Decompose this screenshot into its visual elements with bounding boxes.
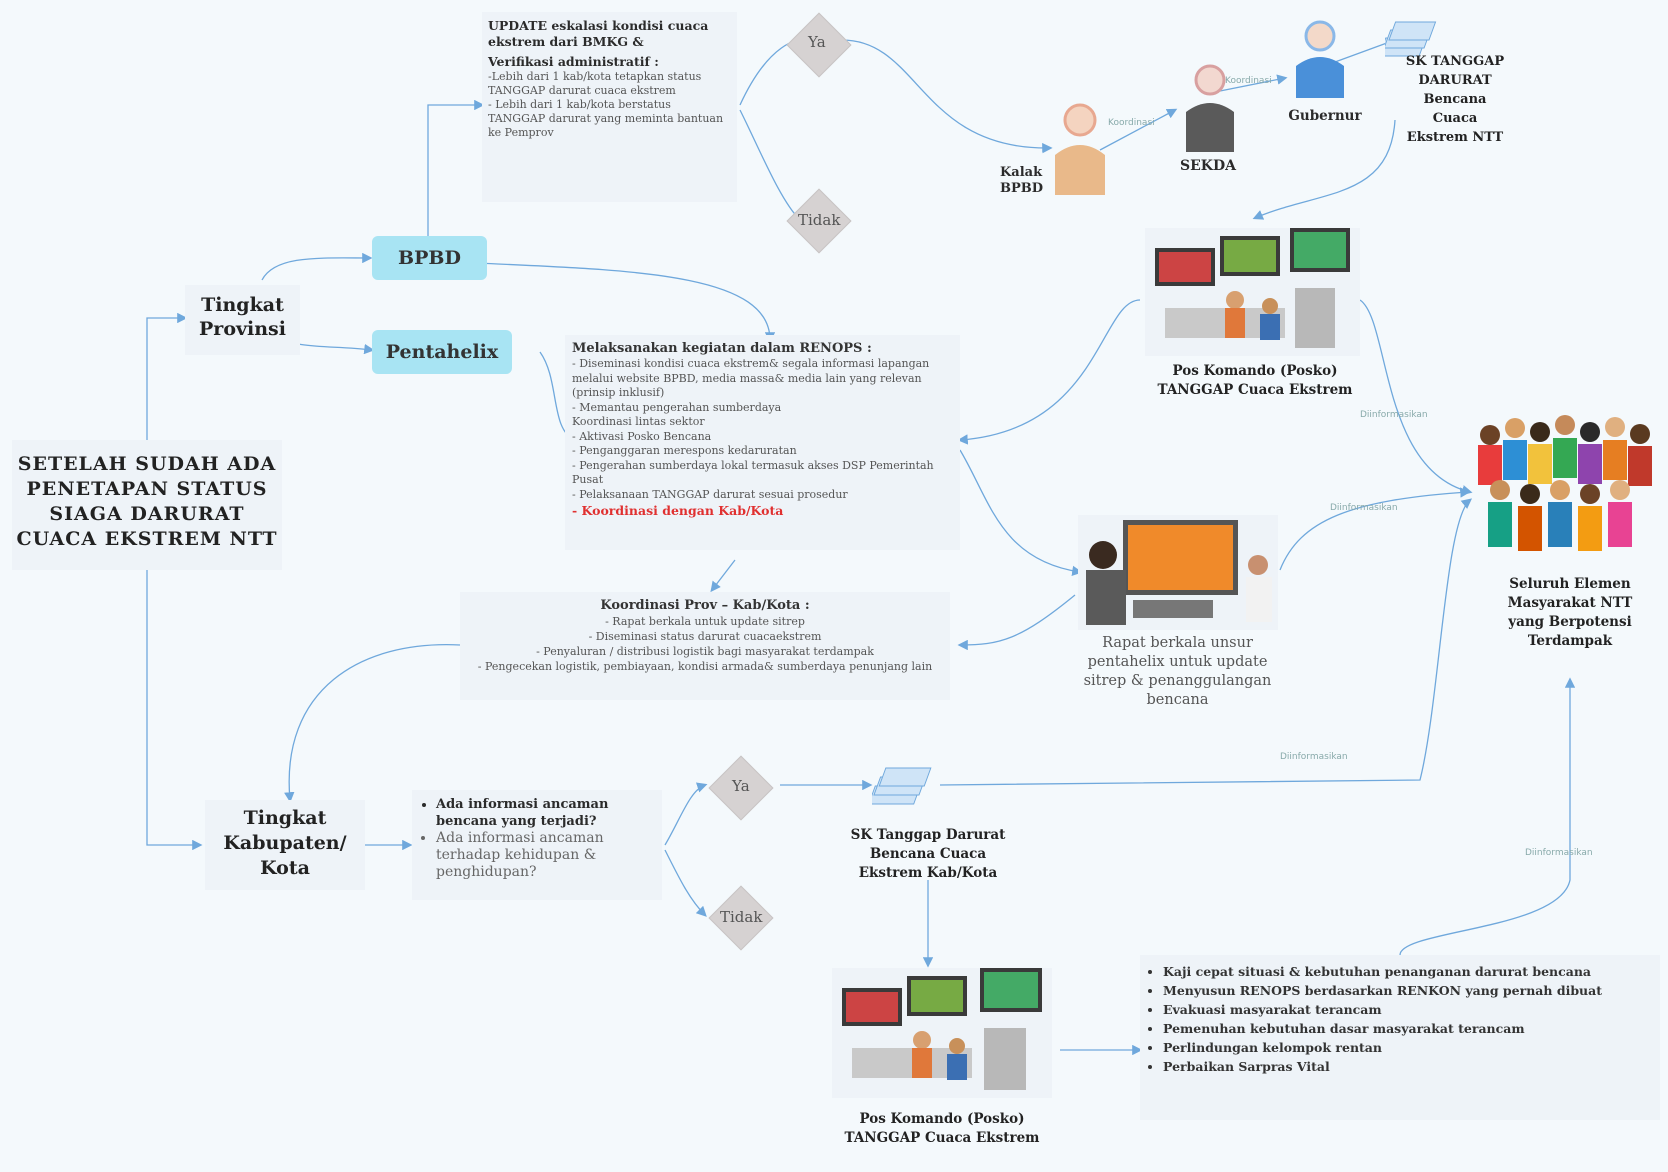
action-item-4: Perlindungan kelompok rentan [1163, 1038, 1657, 1057]
arrow-start-provinsi [146, 312, 188, 440]
action-item-0: Kaji cepat situasi & kebutuhan penangana… [1163, 962, 1657, 981]
renops-title: Melaksanakan kegiatan dalam RENOPS : [572, 341, 872, 356]
posko-label-provinsi: Pos Komando (Posko) TANGGAP Cuaca Ekstre… [1157, 363, 1353, 398]
actions-panel [1140, 955, 1660, 1120]
renops-item-6: - Pelaksanaan TANGGAP darurat sesuai pro… [572, 487, 848, 501]
question-block: Ada informasi ancaman bencana yang terja… [418, 796, 658, 881]
provinsi-panel [185, 285, 300, 355]
actions-block: Kaji cepat situasi & kebutuhan penangana… [1145, 962, 1657, 1076]
question-1: Ada informasi ancaman bencana yang terja… [436, 796, 658, 830]
gubernur-label: Gubernur [1288, 108, 1362, 124]
renops-item-3: - Aktivasi Posko Bencana [572, 429, 712, 443]
action-item-1: Menyusun RENOPS berdasarkan RENKON yang … [1163, 981, 1657, 1000]
rapat-image [1078, 515, 1278, 630]
koord-prov-title: Koordinasi Prov – Kab/Kota : [600, 598, 810, 613]
koord-prov-item-0: - Rapat berkala untuk update sitrep [605, 615, 805, 628]
question-2: Ada informasi ancaman terhadap kehidupan… [436, 830, 658, 881]
sk-kab-document-icon [868, 762, 942, 812]
koordinasi-label-2: Koordinasi [1225, 76, 1272, 86]
koord-prov-block: Koordinasi Prov – Kab/Kota : - Rapat ber… [465, 597, 945, 674]
update-line-2: - Lebih dari 1 kab/kota berstatus TANGGA… [488, 98, 724, 139]
koord-prov-item-2: - Penyaluran / distribusi logistik bagi … [536, 645, 874, 658]
renops-block: Melaksanakan kegiatan dalam RENOPS : - D… [572, 340, 957, 519]
renops-highlight: - Koordinasi dengan Kab/Kota [572, 503, 784, 518]
renops-item-2: Koordinasi lintas sektor [572, 415, 705, 428]
koord-prov-item-1: - Diseminasi status darurat cuacaekstrem [588, 630, 822, 643]
action-item-3: Pemenuhan kebutuhan dasar masyarakat ter… [1163, 1019, 1657, 1038]
sekda-label: SEKDA [1180, 158, 1236, 174]
sk-tanggap-label: SK TANGGAP DARURAT Bencana Cuaca Ekstrem… [1405, 54, 1505, 145]
update-line-1: -Lebih dari 1 kab/kota tetapkan status T… [488, 70, 702, 97]
kalak-label: Kalak BPBD [1000, 165, 1044, 196]
renops-item-0: - Diseminasi kondisi cuaca ekstrem& sega… [572, 357, 930, 399]
renops-panel [565, 335, 960, 550]
rapat-caption: Rapat berkala unsur pentahelix untuk upd… [1083, 635, 1272, 708]
question-panel [412, 790, 662, 900]
koordinasi-label-1: Koordinasi [1108, 118, 1155, 128]
sk-document-icon [1378, 18, 1445, 63]
renops-item-5: - Pengerahan sumberdaya lokal termasuk a… [572, 458, 934, 487]
bpbd-box: BPBD [372, 236, 487, 280]
koord-prov-item-3: - Pengecekan logistik, pembiayaan, kondi… [477, 660, 933, 673]
verifikasi-title: Verifikasi administratif : [488, 54, 659, 69]
koord-panel [460, 592, 950, 700]
kalak-person-icon [1050, 100, 1110, 195]
tingkat-provinsi-label: Tingkat Provinsi [199, 294, 286, 340]
pentahelix-box: Pentahelix [372, 330, 512, 374]
tidak-label-provinsi: Tidak [798, 211, 841, 229]
ya-label-kabupaten: Ya [732, 777, 750, 795]
start-panel [12, 440, 282, 570]
renops-item-4: - Penganggaran merespons kedaruratan [572, 444, 797, 457]
update-title: UPDATE eskalasi kondisi cuaca ekstrem da… [488, 18, 709, 49]
ya-label-provinsi: Ya [808, 33, 826, 51]
kabupaten-panel [205, 800, 365, 890]
arrow-start-kabupaten [146, 568, 203, 851]
tidak-label-kabupaten: Tidak [720, 908, 763, 926]
diinformasikan-label-2: Diinformasikan [1330, 503, 1398, 513]
action-item-5: Perbaikan Sarpras Vital [1163, 1057, 1657, 1076]
posko-image-provinsi [1145, 228, 1360, 356]
sk-kab-label: SK Tanggap Darurat Bencana Cuaca Ekstrem… [850, 827, 1006, 881]
update-panel [482, 12, 737, 202]
update-block: UPDATE eskalasi kondisi cuaca ekstrem da… [488, 18, 728, 140]
action-item-2: Evakuasi masyarakat terancam [1163, 1000, 1657, 1019]
diinformasikan-label-3: Diinformasikan [1280, 752, 1348, 762]
posko-label-kabupaten: Pos Komando (Posko) TANGGAP Cuaca Ekstre… [844, 1111, 1040, 1146]
diinformasikan-label-4: Diinformasikan [1525, 848, 1593, 858]
renops-item-1: - Memantau pengerahan sumberdaya [572, 400, 782, 414]
diinformasikan-label-1: Diinformasikan [1360, 410, 1428, 420]
start-box-text: SETELAH SUDAH ADA PENETAPAN STATUS SIAGA… [16, 453, 278, 550]
tingkat-kabupaten-label: Tingkat Kabupaten/ Kota [223, 807, 347, 879]
sekda-person-icon [1180, 62, 1240, 152]
gubernur-person-icon [1290, 18, 1350, 98]
posko-image-kabupaten [832, 968, 1052, 1098]
masyarakat-label: Seluruh Elemen Masyarakat NTT yang Berpo… [1507, 576, 1633, 649]
crowd-image [1470, 410, 1660, 570]
